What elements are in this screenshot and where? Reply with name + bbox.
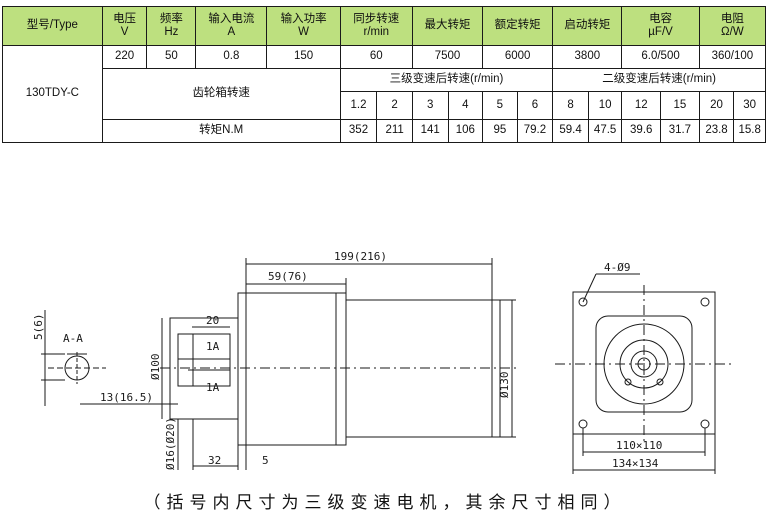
- torque-cell: 79.2: [516, 119, 554, 143]
- header-max-torque: 最大转矩: [411, 6, 484, 46]
- torque-cell: 141: [411, 119, 449, 143]
- table-row: 齿轮箱转速 三级变速后转速(r/min) 二级变速后转速(r/min): [3, 68, 766, 120]
- dim-key-bottom: 1A: [206, 381, 220, 394]
- value-rated-torque: 6000: [482, 45, 554, 69]
- value-capacitor: 6.0/500: [621, 45, 700, 69]
- speed-cell: 10: [587, 91, 623, 120]
- value-power: 150: [266, 45, 341, 69]
- technical-drawing: 199(216) 59(76) 20 1A 1A Ø100 Ø130 Ø16(Ø…: [32, 250, 735, 474]
- torque-cell: 106: [447, 119, 484, 143]
- gearbox-body: [160, 292, 520, 446]
- speed-cell: 20: [698, 91, 735, 120]
- value-sync-speed: 60: [339, 45, 413, 69]
- header-rated-torque: 额定转矩: [482, 6, 554, 46]
- holes-label: 4-Ø9: [604, 261, 631, 274]
- dim-total-length: 199(216): [334, 250, 387, 263]
- dimension-lines: [80, 258, 516, 470]
- dim-134: 134×134: [612, 457, 659, 470]
- caption-note: （括号内尺寸为三级变速电机，其余尺寸相同）: [143, 493, 627, 513]
- value-current: 0.8: [195, 45, 268, 69]
- speed-cell: 8: [552, 91, 589, 120]
- value-max-torque: 7500: [411, 45, 484, 69]
- dim-dia-100: Ø100: [149, 354, 162, 381]
- torque-cell: 352: [339, 119, 378, 143]
- model-cell: 130TDY-C: [2, 45, 103, 143]
- value-voltage: 220: [101, 45, 148, 69]
- torque-cell: 39.6: [621, 119, 662, 143]
- table-row: 130TDY-C 220 50 0.8 150 60 7500 6000 380…: [2, 45, 767, 143]
- dim-5: 5: [262, 454, 269, 467]
- table-row: 1.2 2 3 4 5 6 8 10 12 15 20 30: [3, 91, 766, 120]
- gearbox-speed-label: 齿轮箱转速: [101, 68, 341, 120]
- section-label: A-A: [63, 332, 83, 345]
- torque-cell: 211: [376, 119, 413, 143]
- speed-cell: 3: [411, 91, 449, 120]
- dim-5-6: 5(6): [32, 314, 45, 341]
- dim-32: 32: [208, 454, 221, 467]
- dim-shaft-length: 20: [206, 314, 219, 327]
- section-view: [41, 310, 106, 406]
- speed-cell: 6: [516, 91, 554, 120]
- torque-cell: 95: [482, 119, 518, 143]
- value-start-torque: 3800: [552, 45, 623, 69]
- dim-gear-length: 59(76): [268, 270, 308, 283]
- front-view: [555, 273, 735, 474]
- torque-label: 转矩N.M: [101, 119, 341, 143]
- speed-cell: 15: [660, 91, 700, 120]
- speed-cell: 12: [621, 91, 662, 120]
- stage2-label: 二级变速后转速(r/min): [552, 68, 766, 92]
- speed-cell: 5: [482, 91, 518, 120]
- dim-dia-130: Ø130: [498, 372, 511, 399]
- speed-cell: 1.2: [339, 91, 378, 120]
- torque-cell: 15.8: [733, 119, 766, 143]
- table-row: 转矩N.M 352 211 141 106 95 79.2 59.4 47.5 …: [3, 119, 766, 143]
- speed-cell: 2: [376, 91, 413, 120]
- torque-cell: 23.8: [698, 119, 735, 143]
- header-type: 型号/Type: [2, 6, 103, 46]
- stage3-label: 三级变速后转速(r/min): [339, 68, 554, 92]
- header-start-torque: 启动转矩: [552, 6, 623, 46]
- torque-cell: 59.4: [552, 119, 589, 143]
- dim-dia-shaft: Ø16(Ø20): [164, 417, 177, 470]
- dim-110: 110×110: [616, 439, 662, 452]
- torque-cell: 31.7: [660, 119, 700, 143]
- dim-key-top: 1A: [206, 340, 220, 353]
- torque-cell: 47.5: [587, 119, 623, 143]
- dim-13: 13(16.5): [100, 391, 153, 404]
- speed-cell: 30: [733, 91, 766, 120]
- value-resistor: 360/100: [698, 45, 767, 69]
- speed-cell: 4: [447, 91, 484, 120]
- value-frequency: 50: [146, 45, 197, 69]
